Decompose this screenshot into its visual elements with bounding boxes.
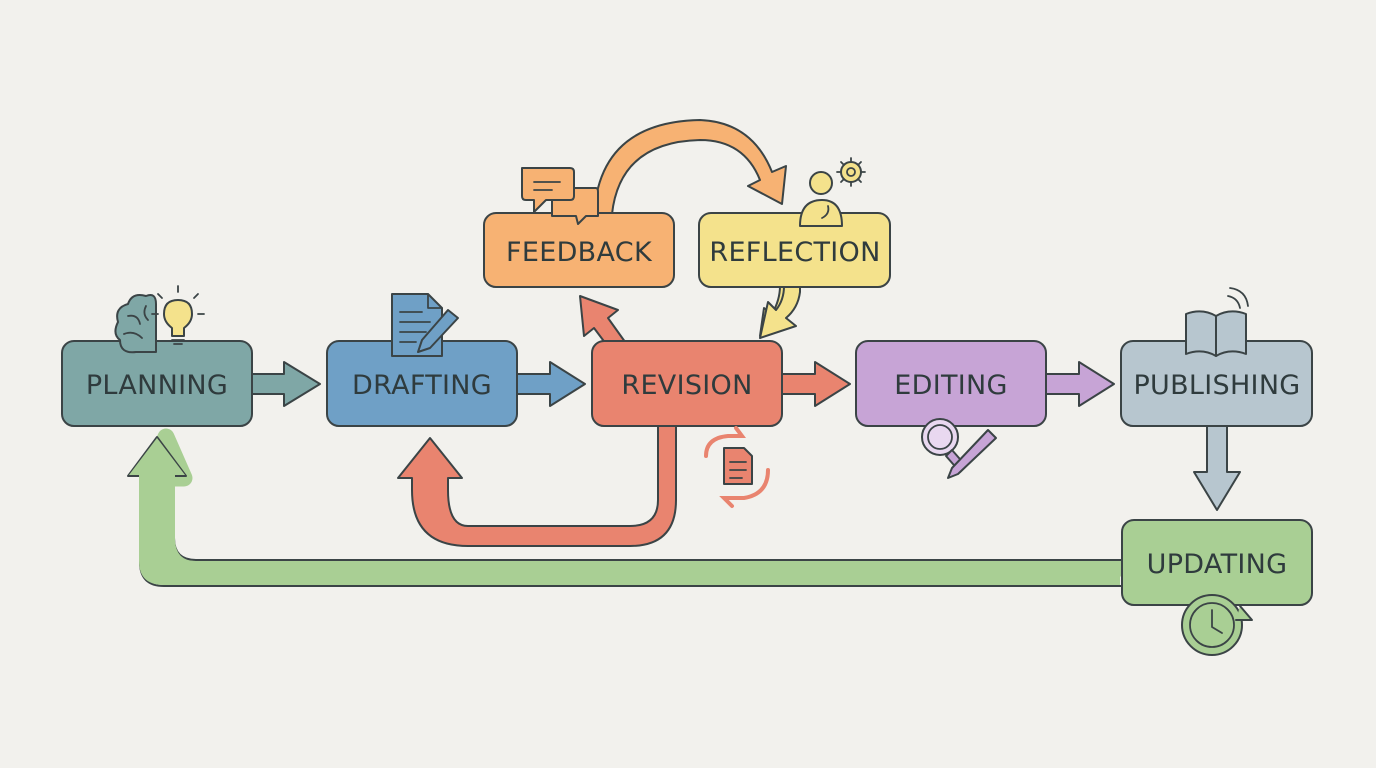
node-editing-label: EDITING (894, 370, 1008, 401)
open-book-broadcast-icon (1185, 287, 1249, 357)
node-drafting-label: DRAFTING (352, 370, 492, 401)
chat-bubbles-icon (521, 167, 599, 225)
node-feedback-label: FEEDBACK (506, 237, 653, 268)
arrow-revision-to-drafting (397, 423, 677, 547)
node-revision-label: REVISION (621, 370, 752, 401)
arrow-publishing-to-updating (1193, 424, 1241, 511)
thinking-person-gear-icon (799, 157, 866, 227)
node-reflection-label: REFLECTION (709, 237, 880, 268)
arrow-revision-to-editing (781, 361, 851, 407)
arrow-feedback-to-reflection (593, 119, 787, 215)
node-updating-label: UPDATING (1147, 549, 1288, 580)
document-pencil-icon (391, 293, 459, 357)
clock-refresh-icon (1181, 594, 1253, 656)
arrow-reflection-to-revision-head (759, 285, 801, 339)
arrow-updating-to-planning-fill (129, 438, 1120, 585)
node-editing: EDITING (855, 340, 1047, 427)
node-publishing: PUBLISHING (1120, 340, 1313, 427)
node-planning-label: PLANNING (86, 370, 228, 401)
arrow-updating-to-planning-outline (127, 436, 1122, 587)
node-updating: UPDATING (1121, 519, 1313, 606)
node-planning: PLANNING (61, 340, 253, 427)
node-drafting: DRAFTING (326, 340, 518, 427)
node-revision: REVISION (591, 340, 783, 427)
brain-lightbulb-icon (114, 285, 205, 354)
node-reflection: REFLECTION (698, 212, 891, 288)
node-publishing-label: PUBLISHING (1133, 370, 1300, 401)
document-cycle-icon (704, 426, 770, 508)
arrow-editing-to-publishing (1045, 361, 1115, 407)
arrow-planning-to-drafting (251, 361, 321, 407)
magnifier-pencil-icon (921, 418, 997, 479)
arrow-drafting-to-revision (516, 361, 586, 407)
node-feedback: FEEDBACK (483, 212, 675, 288)
